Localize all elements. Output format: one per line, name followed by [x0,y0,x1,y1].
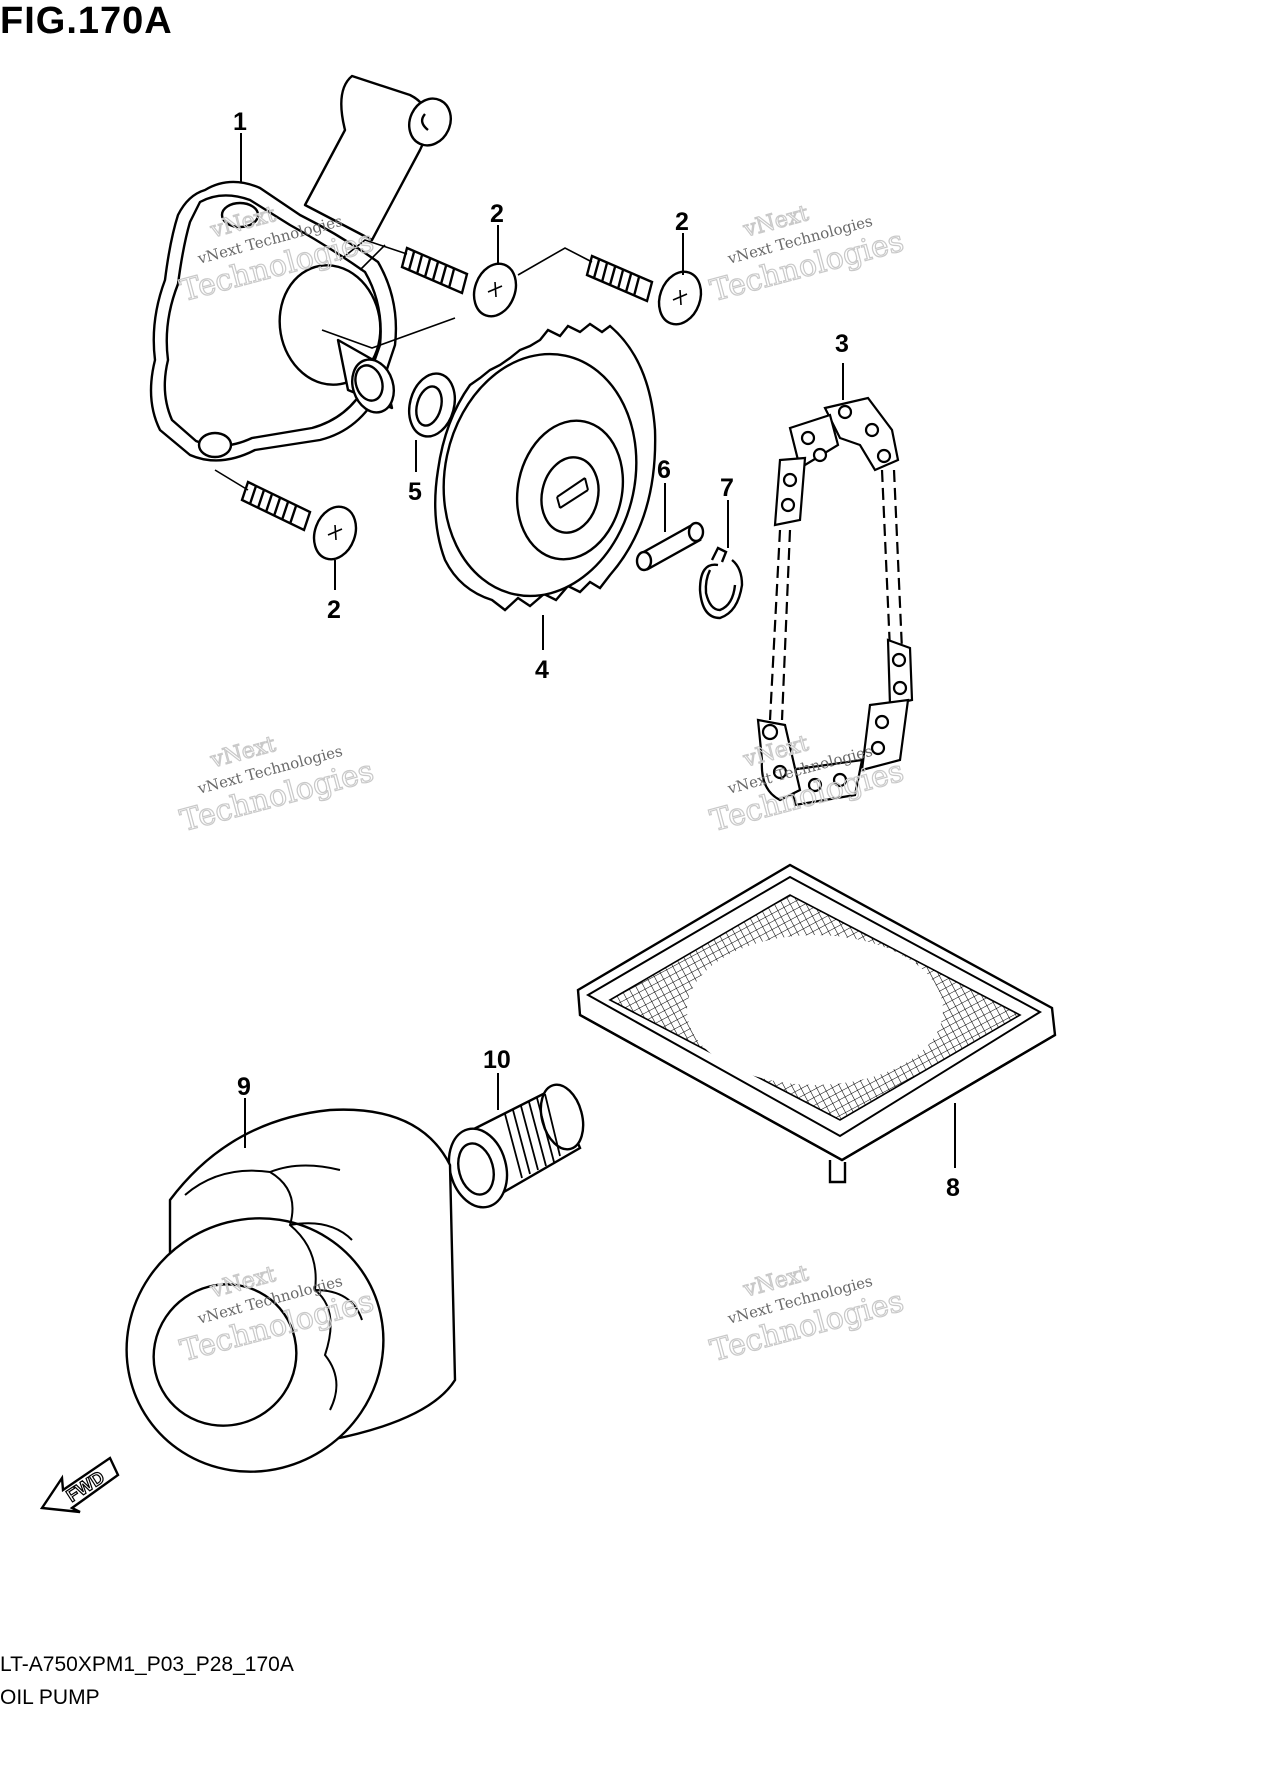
callout-10: 10 [483,1046,511,1074]
figure-title: FIG.170A [0,0,173,42]
driven-gear [434,322,657,612]
oil-pump-body [149,74,452,462]
callout-1: 1 [233,108,247,136]
callout-9: 9 [237,1073,251,1101]
callout-2-upper-left: 2 [490,200,504,228]
union-bolt [447,1083,585,1209]
callout-3: 3 [835,330,849,358]
washer [407,372,457,438]
callout-8: 8 [946,1174,960,1202]
callout-2-upper-right: 2 [675,208,689,236]
callout-2-lower: 2 [327,596,341,624]
diagram-name: OIL PUMP [0,1686,100,1709]
bolt-lower [240,480,358,561]
bolt-upper-left [400,246,518,318]
oil-strainer [576,863,1057,1184]
oil-filter [125,1108,457,1473]
bolt-guide-lines [214,239,593,491]
callout-5: 5 [408,478,422,506]
callout-7: 7 [720,474,734,502]
callout-4: 4 [535,656,549,684]
pin [635,521,705,572]
drive-chain [756,396,914,807]
watermark-top-right: vNext vNext Technologies Technologies [706,201,908,310]
bolt-upper-right [585,254,703,326]
watermark-mid-left: vNext vNext Technologies Technologies [176,731,378,839]
circlip [698,546,744,620]
diagram-code: LT-A750XPM1_P03_P28_170A [0,1653,294,1676]
leader-lines [240,133,956,1168]
forward-direction-arrow [39,1456,120,1514]
watermark-bottom-right: vNext vNext Technologies Technologies [706,1261,908,1370]
callout-6: 6 [657,456,671,484]
